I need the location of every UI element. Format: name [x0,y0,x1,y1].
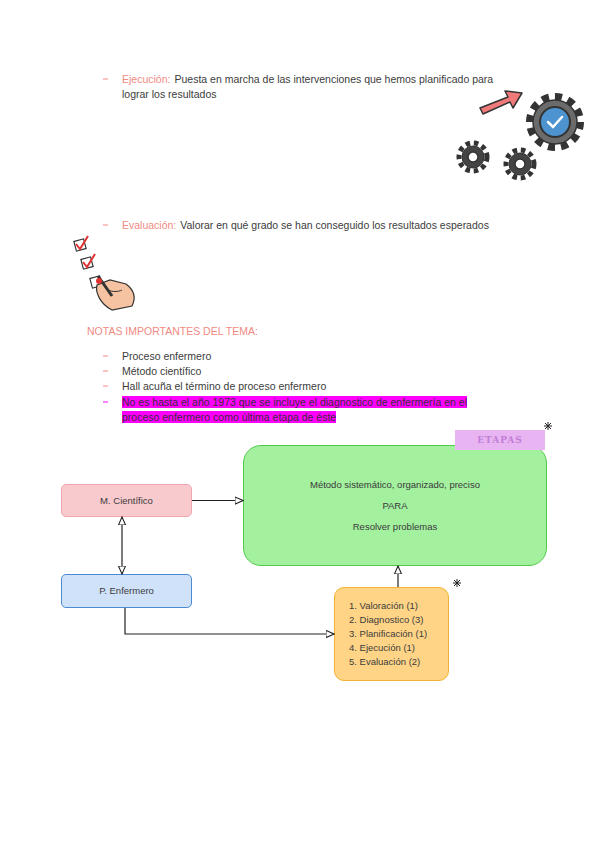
section-term: Ejecución: [122,73,170,85]
node-text: M. Científico [100,495,153,507]
text-paragraph: Evaluación: Valorar en qué grado se han c… [122,218,552,233]
connector [192,500,243,501]
node-text: 1. Valoración (1) [349,599,418,613]
note-text: Valorar en qué grado se han conseguido l… [180,219,489,231]
node-text: Método sistemático, organizado, preciso [310,479,480,491]
node-text: 2. Diagnostico (3) [349,613,423,627]
note-text: Puesta en marcha de las intervenciones q… [122,73,493,100]
note-text: NOTAS IMPORTANTES DEL TEMA: [87,325,258,337]
text-paragraph: Método científico [122,364,422,379]
connector [121,517,122,574]
node-text: 5. Evaluación (2) [349,655,420,669]
node-text: 4. Ejecución (1) [349,641,415,655]
process-box: P. Enfermero [61,574,192,608]
note-text: No es hasta el año 1973 que se incluye e… [122,396,467,423]
node-text: P. Enfermero [99,585,154,597]
note-text: Hall acuña el término de proceso enferme… [122,380,326,392]
text-paragraph: Ejecución:Puesta en marcha de las interv… [122,72,514,102]
note-text: Método científico [122,365,201,377]
text-paragraph: No es hasta el año 1973 que se incluye e… [122,395,484,425]
bullet-dashes [103,79,108,402]
node-text: 3. Planificación (1) [349,627,427,641]
note-text: Proceso enfermero [122,350,211,362]
process-box: M. Científico [61,484,192,517]
text-paragraph: Hall acuña el término de proceso enferme… [122,379,462,394]
node-text: Resolver problemas [353,521,437,533]
section-term: Evaluación: [122,219,176,231]
stage-tag: ETAPAS [455,430,545,450]
node-text: ETAPAS [477,434,523,446]
text-paragraph: NOTAS IMPORTANTES DEL TEMA: [87,324,387,339]
gears-icon [459,91,580,178]
steps-box: 1. Valoración (1)2. Diagnostico (3)3. Pl… [334,587,449,681]
text-paragraph: Proceso enfermero [122,349,422,364]
definition-box: Método sistemático, organizado, precisoP… [243,445,547,566]
node-text: PARA [382,500,407,512]
connector [397,566,398,587]
checklist-icon [74,236,134,310]
connector [125,608,334,634]
